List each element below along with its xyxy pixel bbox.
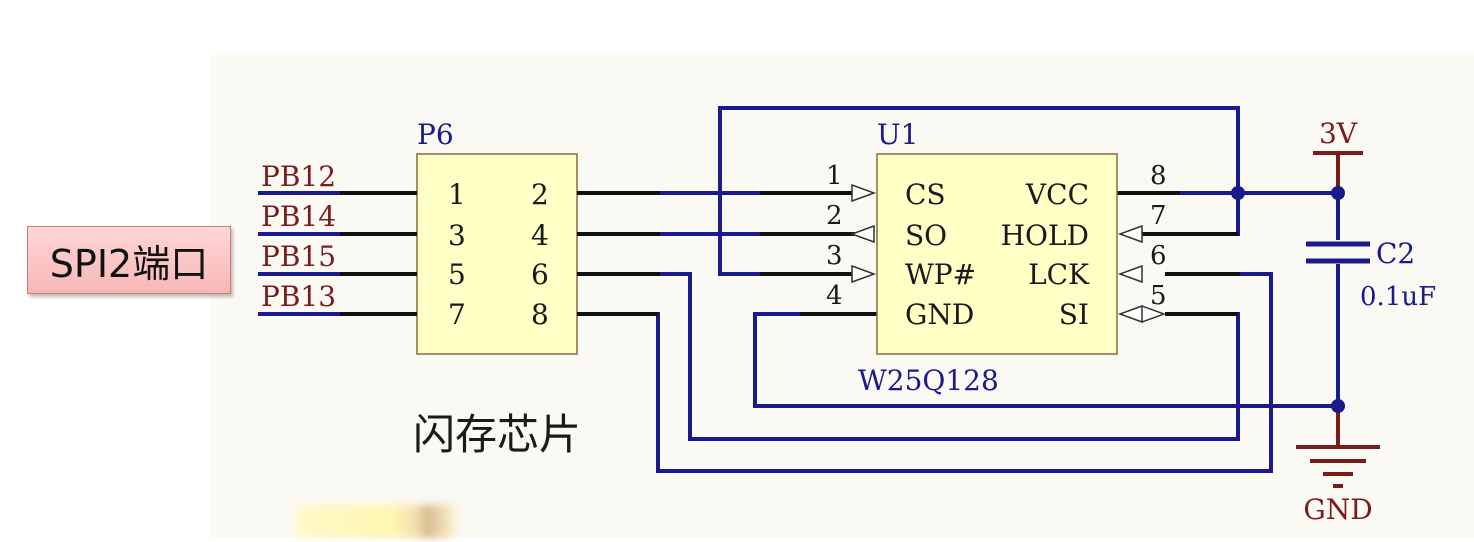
gnd-symbol: GND: [1296, 445, 1380, 526]
net-label-pb15: PB15: [261, 240, 336, 273]
pin-input-arrow-cs: [851, 183, 877, 203]
connector-left-nets: PB12 PB14 PB15 PB13: [258, 160, 417, 316]
chip-pin-number-7: 7: [1150, 201, 1167, 231]
spi2-port-callout: SPI2端口: [27, 226, 231, 294]
connector-pin-right-8: 8: [531, 298, 549, 331]
chip-pin-name-wp: WP#: [905, 258, 976, 291]
pin-input-arrow-wp: [851, 264, 877, 284]
connector-ref: P6: [417, 118, 454, 151]
connector-pin-right-6: 6: [531, 258, 549, 291]
pin-input-arrow-hold: [1117, 224, 1143, 244]
chip-body: [876, 153, 1118, 355]
chip-pin-name-hold: HOLD: [1001, 219, 1089, 252]
diagram-caption: 闪存芯片: [413, 410, 581, 459]
chip-pin-number-1: 1: [826, 161, 843, 191]
chip-pin-name-vcc: VCC: [1025, 178, 1089, 211]
connector-pin-left-1: 1: [448, 178, 466, 211]
chip-pin-name-so: SO: [905, 219, 947, 252]
wires: [577, 106, 1340, 473]
connector-pin-left-5: 5: [448, 258, 466, 291]
vcc-label: 3V: [1319, 117, 1358, 150]
connector-p6: P6 1 3 5 7 2 4 6 8: [416, 118, 578, 355]
connector-pin-left-3: 3: [448, 219, 466, 252]
chip-pin-number-8: 8: [1150, 161, 1167, 191]
chip-pin-number-3: 3: [826, 241, 843, 271]
blurred-fragment: [296, 505, 456, 538]
chip-pin-number-4: 4: [826, 281, 843, 311]
capacitor-c2: C2 0.1uF: [1306, 237, 1436, 312]
chip-pin-number-6: 6: [1150, 241, 1167, 271]
capacitor-value: 0.1uF: [1360, 282, 1436, 312]
junction-cap-top: [1331, 186, 1345, 200]
connector-body: [416, 153, 578, 355]
chip-pin-name-gnd: GND: [905, 298, 974, 331]
chip-pin-name-cs: CS: [905, 178, 946, 211]
chip-pin-number-5: 5: [1150, 281, 1167, 311]
connector-pin-left-7: 7: [448, 298, 466, 331]
pin-output-arrow-so: [849, 224, 875, 244]
gnd-label: GND: [1303, 493, 1372, 526]
chip-pin-name-si: SI: [1059, 298, 1089, 331]
net-label-pb13: PB13: [261, 280, 336, 313]
chip-pin-number-2: 2: [826, 201, 843, 231]
chip-pin-name-lck: LCK: [1028, 258, 1090, 291]
connector-pin-right-4: 4: [531, 219, 549, 252]
pin-bidir-arrow-si: [1117, 304, 1167, 324]
pin-input-arrow-lck: [1117, 264, 1143, 284]
net-label-pb12: PB12: [261, 160, 336, 193]
vcc-symbol: 3V: [1313, 117, 1363, 155]
junction-vcc: [1231, 186, 1245, 200]
spi2-port-callout-text: SPI2端口: [49, 241, 209, 286]
chip-u1: U1 W25Q128 1 2 3 4 CS SO WP# GND 8 7 6 5…: [826, 118, 1167, 397]
capacitor-ref: C2: [1376, 237, 1415, 270]
net-label-pb14: PB14: [261, 200, 336, 233]
junction-cap-bottom: [1331, 399, 1345, 413]
chip-ref: U1: [877, 118, 918, 151]
chip-part-number: W25Q128: [858, 364, 999, 397]
connector-pin-right-2: 2: [531, 178, 549, 211]
